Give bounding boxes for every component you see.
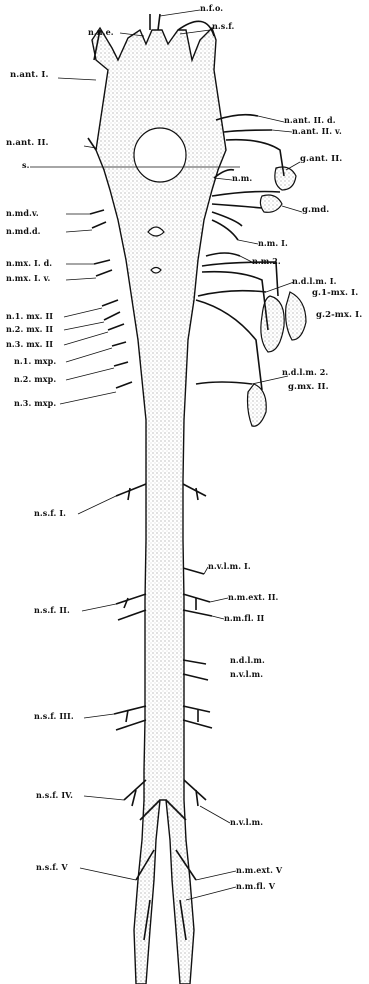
label-nmdv: n.md.v. [6,209,39,218]
label-nant2: n.ant. II. [6,139,49,148]
ganglion-ant2 [275,167,296,190]
label-nant1: n.ant. I. [10,71,49,80]
ganglion-mx2 [248,384,267,426]
label-nant2d: n.ant. II. d. [284,116,336,125]
label-n1mxp: n.1. mxp. [14,357,56,366]
label-n1mx2: n.1. mx. II [6,312,53,321]
label-nvlm-low: n.v.l.m. [230,818,263,827]
label-g2mx1: g.2-mx. I. [316,311,362,320]
label-nsf2: n.s.f. II. [34,606,70,615]
label-n3mx2: n.3. mx. II [6,340,53,349]
ganglion-2mx1 [286,292,306,340]
label-nmfl5: n.m.fl. V [236,882,275,891]
label-gant2: g.ant. II. [300,155,342,164]
label-n2mxp: n.2. mxp. [14,375,56,384]
label-ndlm1: n.d.l.m. I. [292,277,336,286]
label-nmx1d: n.mx. I. d. [6,259,52,268]
label-ndlm2: n.d.l.m. 2. [282,368,328,377]
label-nmext5: n.m.ext. V [236,866,282,875]
label-nvlm1: n.v.l.m. I. [208,562,251,571]
label-gmd: g.md. [302,206,329,215]
label-n3mxp: n.3. mxp. [14,399,56,408]
label-nsf4: n.s.f. IV. [36,791,73,800]
label-ndlm: n.d.l.m. [230,656,265,665]
label-nm1: n.m. I. [258,239,288,248]
label-nmdd: n.md.d. [6,227,41,236]
label-nmfl2: n.m.fl. II [224,614,264,623]
ganglion-md [260,195,282,212]
label-nsf3: n.s.f. III. [34,712,74,721]
label-gmx2: g.mx. II. [288,383,329,392]
label-nsf1: n.s.f. I. [34,509,66,518]
foramen-lower [151,268,161,274]
label-nsf5: n.s.f. V [36,863,68,872]
label-nm2: n.m.2. [252,257,281,266]
label-nmext2: n.m.ext. II. [228,593,278,602]
label-nvlm: n.v.l.m. [230,670,263,679]
label-s: s. [22,161,30,170]
label-nne: n.n.e. [88,28,114,37]
label-nfo: n.f.o. [200,4,223,13]
label-nant2v: n.ant. II. v. [292,127,342,136]
label-n2mx2: n.2. mx. II [6,325,53,334]
label-nsf-top: n.s.f. [212,22,234,31]
label-nm: n.m. [232,174,252,183]
oesophageal-foramen [134,128,186,182]
label-g1mx1: g.1-mx. I. [312,289,358,298]
ganglion-1mx1 [261,296,284,352]
label-nmx1v: n.mx. I. v. [6,274,50,283]
